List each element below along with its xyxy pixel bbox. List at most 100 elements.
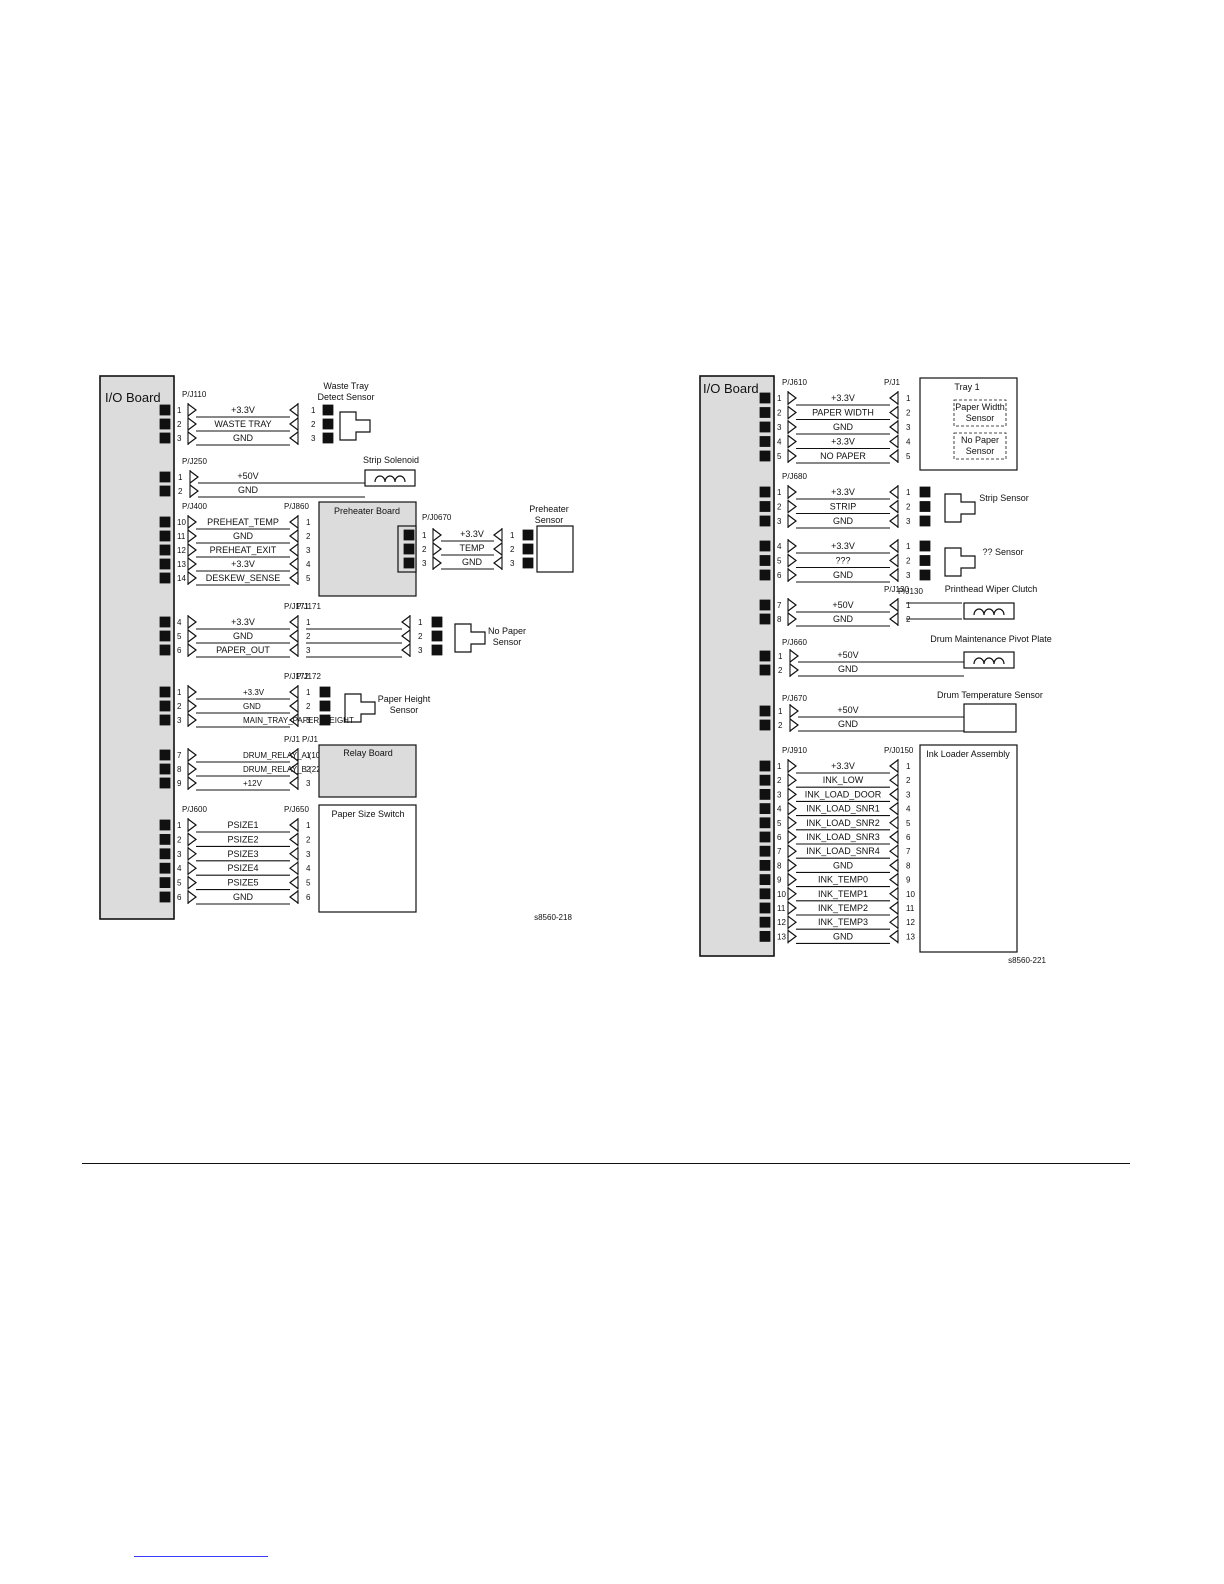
signal-label: STRIP bbox=[830, 502, 857, 512]
board-pin bbox=[759, 902, 771, 914]
device-label: Sensor bbox=[493, 637, 522, 647]
pin-number-2: 7 bbox=[906, 847, 911, 856]
plug-glyph bbox=[889, 873, 899, 887]
pin-number-2: 1 bbox=[306, 751, 311, 760]
pin-number-2: 1 bbox=[906, 488, 911, 497]
footer-link-underline[interactable] bbox=[134, 1556, 268, 1557]
board-pin bbox=[159, 404, 171, 416]
footer-rule bbox=[82, 1163, 1130, 1164]
no-paper-sensor-icon bbox=[454, 623, 486, 653]
pin-number: 2 bbox=[777, 503, 782, 512]
board-pin bbox=[159, 630, 171, 642]
signal-label: INK_LOAD_SNR2 bbox=[806, 818, 880, 828]
pin-number-2: 8 bbox=[906, 861, 911, 870]
plug-glyph bbox=[787, 858, 797, 872]
device-pin bbox=[522, 557, 534, 569]
pin-number-2: 3 bbox=[306, 546, 311, 555]
signal-label: GND bbox=[833, 516, 854, 526]
device-label: Ink Loader Assembly bbox=[926, 749, 1010, 759]
pin-number: 1 bbox=[778, 707, 783, 716]
plug-glyph bbox=[187, 832, 197, 846]
pin-number-2: 5 bbox=[306, 879, 311, 888]
pin-number-2: 9 bbox=[906, 876, 911, 885]
signal-label: GND bbox=[833, 570, 854, 580]
pin-number-2: 1 bbox=[311, 406, 316, 415]
pin-number: 2 bbox=[422, 545, 427, 554]
plug-glyph bbox=[787, 887, 797, 901]
plug-glyph bbox=[289, 417, 299, 431]
pin-number-2: 3 bbox=[906, 790, 911, 799]
board-pin bbox=[159, 530, 171, 542]
pin-number-2: 3 bbox=[306, 716, 311, 725]
signal-label: PAPER_OUT bbox=[216, 645, 270, 655]
board-pin bbox=[759, 540, 771, 552]
signal-label: DRUM_RELAY_B (220V) bbox=[243, 765, 333, 774]
board-pin bbox=[159, 471, 171, 483]
relay-board bbox=[318, 744, 417, 798]
pin-number: 6 bbox=[777, 571, 782, 580]
device-label: Paper Size Switch bbox=[331, 809, 404, 819]
signal-label: INK_TEMP2 bbox=[818, 903, 868, 913]
plug-glyph bbox=[432, 528, 442, 542]
board-pin bbox=[159, 749, 171, 761]
board-pin bbox=[759, 515, 771, 527]
signal-label: INK_TEMP3 bbox=[818, 917, 868, 927]
pin-number-2: 2 bbox=[306, 532, 311, 541]
pin-number-2: 2 bbox=[306, 632, 311, 641]
signal-label: PSIZE2 bbox=[227, 834, 258, 844]
board-pin bbox=[759, 392, 771, 404]
plug-glyph bbox=[889, 554, 899, 567]
plug-glyph bbox=[187, 762, 197, 776]
pin-number: 2 bbox=[778, 721, 783, 730]
pin-number-2: 4 bbox=[906, 438, 911, 447]
drum-temperature-sensor bbox=[963, 703, 1017, 733]
pin-number: 1 bbox=[177, 406, 182, 415]
connector-label: P/J110 bbox=[182, 390, 207, 399]
board-pin bbox=[759, 916, 771, 928]
device-label: Detect Sensor bbox=[317, 392, 374, 402]
pin-number-2: 4 bbox=[306, 560, 311, 569]
pin-number: 6 bbox=[777, 833, 782, 842]
board-pin bbox=[759, 613, 771, 625]
signal-label: GND bbox=[238, 485, 259, 495]
pin-number-2: 11 bbox=[906, 904, 915, 913]
plug-glyph bbox=[289, 643, 299, 657]
ink-loader-assembly bbox=[919, 744, 1018, 953]
device-pin bbox=[319, 714, 331, 726]
pin-number: 10 bbox=[777, 890, 786, 899]
plug-glyph bbox=[787, 787, 797, 801]
device-label: Preheater bbox=[529, 504, 569, 514]
plug-glyph bbox=[787, 759, 797, 773]
signal-label: PREHEAT_EXIT bbox=[210, 545, 277, 555]
plug-glyph bbox=[289, 832, 299, 846]
board-pin bbox=[759, 450, 771, 462]
plug-glyph bbox=[787, 391, 797, 405]
signal-label: PSIZE1 bbox=[227, 820, 258, 830]
signal-label: GND bbox=[233, 531, 254, 541]
connector-label: P/J0670 bbox=[422, 513, 452, 522]
plug-glyph bbox=[289, 615, 299, 629]
pin-number-2: 1 bbox=[906, 394, 911, 403]
connector-label-2: P/J860 bbox=[284, 502, 309, 511]
device-pin bbox=[919, 540, 931, 552]
coil-icon bbox=[973, 608, 1005, 616]
pin-number-2: 1 bbox=[906, 542, 911, 551]
plug-glyph bbox=[787, 816, 797, 830]
plug-glyph bbox=[289, 861, 299, 875]
board-pin bbox=[759, 719, 771, 731]
plug-glyph bbox=[787, 449, 797, 463]
device-pin bbox=[403, 557, 415, 569]
board-pin bbox=[759, 705, 771, 717]
board-pin bbox=[159, 877, 171, 888]
signal-label: GND bbox=[233, 433, 254, 443]
plug-glyph bbox=[889, 514, 899, 528]
pin-number-2: 2 bbox=[906, 409, 911, 418]
unknown-sensor-icon bbox=[944, 547, 976, 577]
plug-glyph bbox=[187, 818, 197, 832]
pin-number: 4 bbox=[777, 542, 782, 551]
board-pin bbox=[759, 569, 771, 581]
board-pin bbox=[159, 485, 171, 497]
pin-number: 11 bbox=[177, 532, 186, 541]
pivot-plate-icon bbox=[963, 651, 1015, 669]
signal-label: +3.3V bbox=[231, 405, 255, 415]
